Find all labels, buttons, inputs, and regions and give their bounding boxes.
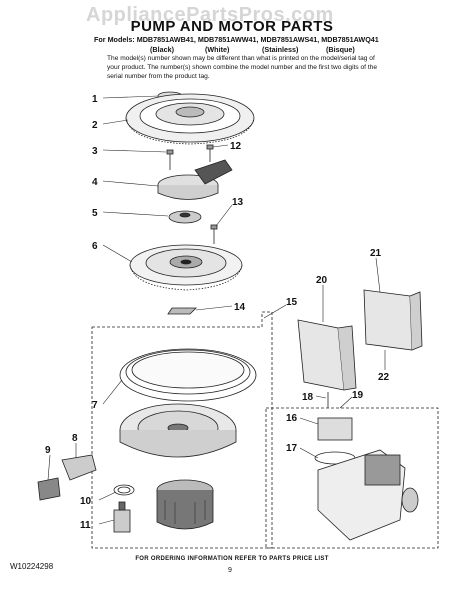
callout-19: 19 [352,390,364,401]
callout-17: 17 [286,443,298,454]
ordering-footer: FOR ORDERING INFORMATION REFER TO PARTS … [135,556,329,562]
callout-3: 3 [92,146,98,157]
variant-white: (White) [205,45,230,54]
callout-5: 5 [92,208,98,219]
part-15-assembly-frame [91,311,273,549]
part-12-screw [206,144,214,162]
part-20-bracket [297,319,357,391]
callout-12: 12 [230,141,242,152]
part-8-bracket [61,454,97,481]
model-note: The model(s) number shown may be differe… [107,55,377,80]
page-number: 9 [228,567,232,574]
callout-16: 16 [286,413,298,424]
part-11-sensor [113,501,131,533]
part-10-oring [113,484,135,496]
callout-8: 8 [72,433,78,444]
callout-9: 9 [45,445,51,456]
variant-black: (Black) [150,45,174,54]
callout-21: 21 [370,248,382,259]
callout-13: 13 [232,197,244,208]
callout-22: 22 [378,372,390,383]
document-id: W10224298 [10,562,54,571]
callout-numbers: 1 2 3 4 5 6 7 8 9 10 11 12 13 14 15 16 1… [45,94,390,531]
part-6-filter [129,244,243,291]
watermark: AppliancePartsPros.com [86,4,334,26]
part-21-cover [363,289,423,351]
callout-18: 18 [302,392,314,403]
variant-stainless: (Stainless) [262,45,299,54]
part-13-screw [210,224,218,244]
callout-7: 7 [92,400,98,411]
models-line: For Models: MDB7851AWB41, MDB7851AWW41, … [94,35,379,44]
leader-lines [47,95,386,525]
variant-bisque: (Bisque) [326,45,355,54]
part-15-motor [156,479,214,530]
part-19-drain-pump [314,417,419,541]
callout-4: 4 [92,177,98,188]
callout-10: 10 [80,496,92,507]
part-7-seal [119,348,257,402]
part-2-filter-ring [125,93,255,145]
callout-2: 2 [92,120,98,131]
callout-20: 20 [316,275,328,286]
callout-15: 15 [286,297,298,308]
part-5-impeller [168,210,202,224]
part-3-screw [166,149,174,170]
part-19-assembly-frame [265,407,439,549]
page-title: PUMP AND MOTOR PARTS [130,18,334,35]
part-15-base-plate [119,403,237,458]
callout-1: 1 [92,94,98,105]
callout-14: 14 [234,302,246,313]
part-9-connector [37,477,61,501]
callout-6: 6 [92,241,98,252]
part-14-clip [167,307,197,315]
callout-11: 11 [80,520,91,531]
part-4-housing [157,159,233,200]
